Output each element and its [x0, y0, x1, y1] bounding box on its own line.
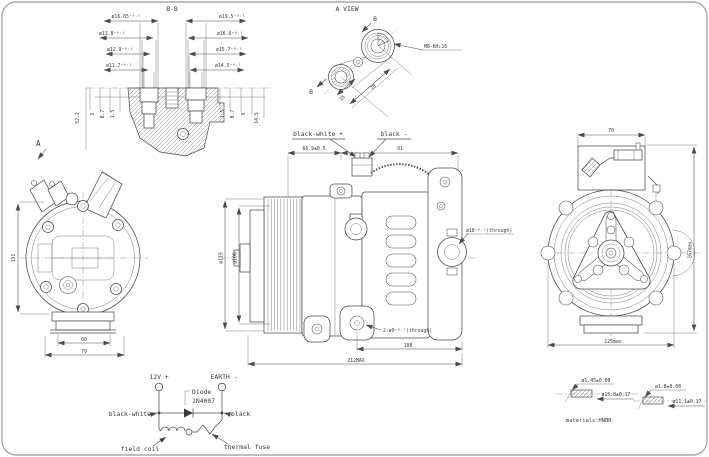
port-through-callout: ø18⁺⁰·¹(through) [466, 228, 512, 234]
rear-width-dim: 125max [604, 339, 621, 345]
bb-vdim-left-1: 52.2 [75, 112, 81, 124]
bb-vdim-right-2: 8.7 [230, 110, 236, 119]
thermal-fuse-label: thermal fuse [224, 443, 270, 451]
bb-vdim-right-1: 1.5 [220, 110, 226, 119]
connector-offset-dim: 66.9±0.5 [302, 146, 325, 152]
bb-vdim-left-3: 8.7 [100, 110, 106, 119]
rear-view: 70 [540, 128, 702, 348]
oring1-cross-section: ø1.45±0.08 [582, 378, 611, 384]
dim-108: 108 [404, 343, 413, 349]
bb-dim-left-4: ø11.7⁺⁰·¹ [106, 63, 132, 69]
front-height-dim: 131 [11, 254, 17, 263]
thread-callout: M8-6H↓16 [424, 44, 447, 50]
a-view: A VIEW B B M8-6H↓16 28 16 [309, 5, 462, 118]
wire-negative-label: black - [381, 130, 408, 138]
diode-label: Diode [192, 388, 211, 396]
supply-positive-label: 12V + [149, 373, 168, 381]
bb-dim-left-2: ø13.8⁺⁰·¹ [99, 31, 125, 37]
oring2-diameter: ø11.1±0.17 [673, 399, 702, 405]
positive-terminal [154, 382, 164, 392]
a-view-title: A VIEW [335, 5, 358, 13]
bb-vdim-left-2: 9 [90, 112, 96, 115]
pulley-od-dim: ø119 [219, 252, 225, 264]
field-coil-label: field coil [121, 445, 160, 453]
diode-part-number: 1N4007 [192, 397, 215, 405]
bb-dim-right-3: ø15.7⁺⁰·¹ [216, 47, 242, 53]
view-a-label: A [36, 139, 41, 148]
bb-dim-left-3: ø12.9⁺⁰·¹ [107, 47, 133, 53]
overall-length-dim: 212MAX [347, 358, 364, 364]
b-arrow-top-label: B [373, 15, 377, 23]
wire-black-label: black [231, 410, 250, 418]
b-arrow-side-label: B [309, 88, 313, 96]
material-spec: materials:HNBR [566, 418, 612, 424]
bb-dim-right-2: ø16.6⁺⁰·¹ [217, 31, 243, 37]
bb-vdim-right-4: 14.5 [254, 112, 260, 124]
earth-negative-label: EARTH - [211, 373, 238, 381]
oring-specs: ø1.45±0.08 ø15.8±0.17 ø1.8±0.08 ø11.1±0.… [556, 378, 707, 424]
earth-terminal [217, 382, 227, 392]
bb-vdim-left-4: 1.5 [110, 110, 116, 119]
front-view: A [11, 139, 148, 358]
a-view-dim-1: 28 [369, 83, 377, 91]
section-bb-title: B-B [166, 5, 178, 13]
bb-dim-right-1: ø19.5⁺⁰·¹ [219, 14, 245, 20]
wire-positive-label: black-white + [293, 130, 343, 138]
front-width-outer-dim: 79 [81, 349, 87, 355]
bb-vdim-right-3: 9 [241, 112, 247, 115]
oring2-cross-section: ø1.8±0.08 [655, 384, 681, 390]
oring1-diameter: ø15.8±0.17 [602, 392, 631, 398]
front-width-inner-dim: 60 [81, 337, 87, 343]
dim-91: 91 [397, 146, 403, 152]
mount-hole-callout: 2-ø9⁺⁰·¹(through) [383, 328, 432, 334]
pulley-id-dim: ø108 [233, 252, 239, 264]
side-view: black-white + black - 66.9±0.5 91 ø119 ø… [218, 130, 514, 367]
diode-symbol [184, 408, 193, 418]
section-bb-view: B-B ø16.65⁺⁰·¹ ø13.8⁺⁰·¹ ø12.9⁺⁰·¹ ø11.7… [75, 5, 272, 157]
wire-blackwhite-label: black-white [109, 410, 151, 418]
bb-dim-left-1: ø16.65⁺⁰·¹ [112, 14, 141, 20]
rear-top-dim: 70 [608, 128, 614, 134]
a-view-dim-2: 16 [338, 94, 346, 102]
wiring-diagram: 12V + EARTH - Diode 1N4007 black-white b… [109, 373, 271, 453]
bb-dim-right-4: ø14.5⁺⁰·¹ [215, 63, 241, 69]
rear-height-dim: 167max [688, 241, 694, 258]
